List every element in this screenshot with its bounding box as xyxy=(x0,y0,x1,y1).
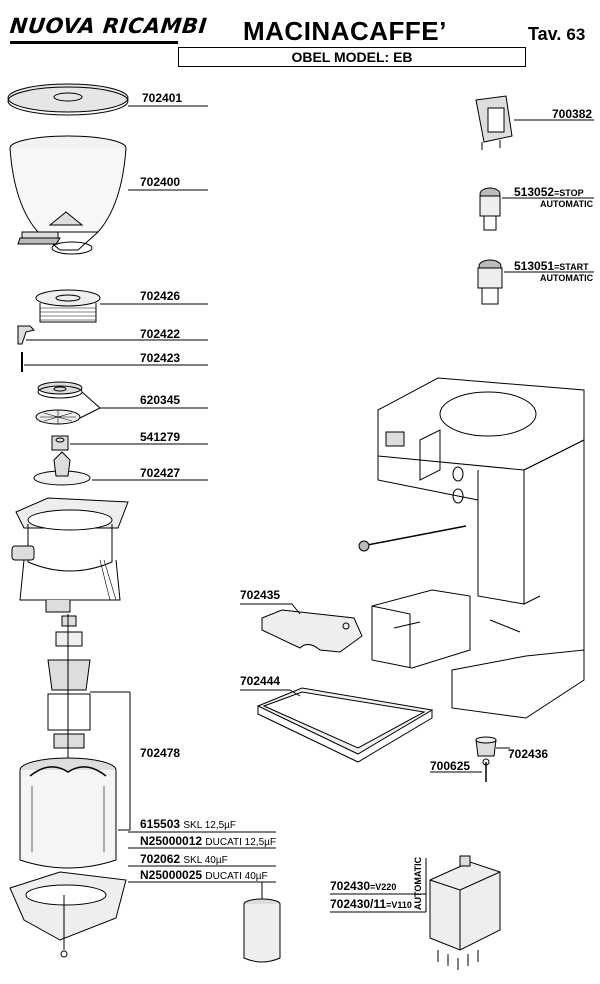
rotor-drawing xyxy=(47,614,91,760)
base-drawing xyxy=(9,871,127,958)
burrs-drawing xyxy=(35,381,83,425)
part-label-702401: 702401 xyxy=(142,91,183,105)
capacitor-drawing xyxy=(243,898,281,963)
tav-number: 63 xyxy=(566,25,586,44)
housing-drawing xyxy=(371,377,585,719)
lid-drawing xyxy=(7,83,129,116)
part-label-702435: 702435 xyxy=(240,588,281,602)
screw-drawing xyxy=(358,525,467,552)
part-label-620345: 620345 xyxy=(140,393,181,407)
stator-drawing xyxy=(19,757,117,869)
stop-button-drawing xyxy=(479,187,501,231)
automatic-vertical-label: AUTOMATIC xyxy=(413,856,423,910)
grinder-body-drawing xyxy=(11,497,129,613)
adjuster-drawing xyxy=(35,289,101,323)
plate-drawing xyxy=(261,609,363,653)
part-label-513052: 513052=STOP xyxy=(514,185,584,199)
part-label-702426: 702426 xyxy=(140,289,181,303)
capacitor-row-1: N25000012 DUCATI 12,5µF xyxy=(140,834,276,849)
tray-drawing xyxy=(256,687,434,763)
part-label-702423: 702423 xyxy=(140,351,181,365)
part-label-702427: 702427 xyxy=(140,466,181,480)
part-label-702436: 702436 xyxy=(508,747,549,761)
part-label-702400: 702400 xyxy=(140,175,181,189)
capacitor-row-0: 615503 SKL 12,5µF xyxy=(140,817,237,832)
part-note-513051: AUTOMATIC xyxy=(540,273,594,283)
start-button-drawing xyxy=(477,259,503,305)
capacitor-row-3: N25000025 DUCATI 40µF xyxy=(140,868,268,883)
part-label-702422: 702422 xyxy=(140,327,181,341)
part-label-702444: 702444 xyxy=(240,674,281,688)
part-label-700625: 700625 xyxy=(430,759,471,773)
part-note-513052: AUTOMATIC xyxy=(540,199,594,209)
capacitor-row-2: 702062 SKL 40µF xyxy=(140,852,228,867)
part-label-702430-11: 702430/11=V110 xyxy=(330,897,412,911)
tav-label: Tav. xyxy=(528,24,562,44)
relay-drawing xyxy=(429,855,501,970)
hopper-drawing xyxy=(9,135,127,255)
part-label-702430: 702430=V220 xyxy=(330,879,397,893)
table-number: Tav. 63 xyxy=(528,24,585,45)
page-title: MACINACAFFE’ xyxy=(243,16,447,46)
brand-underline xyxy=(10,41,178,44)
part-label-700382: 700382 xyxy=(552,107,593,121)
model-label: OBEL MODEL: EB xyxy=(178,47,526,67)
part-label-541279: 541279 xyxy=(140,430,181,444)
part-label-702478: 702478 xyxy=(140,746,181,760)
part-label-513051: 513051=START xyxy=(514,259,589,273)
switch-drawing xyxy=(475,95,513,150)
fan-drawing xyxy=(33,451,91,486)
key-drawing xyxy=(17,325,35,345)
